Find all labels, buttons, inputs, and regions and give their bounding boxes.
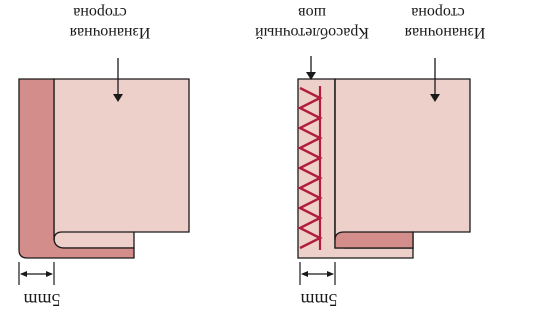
left-measure-head-b <box>46 271 53 277</box>
decorative-zigzag-seam <box>297 86 323 250</box>
seam-label-line2: шов <box>298 4 326 21</box>
left-label-line2: сторона <box>73 4 127 21</box>
right-fabric-panel <box>297 56 471 285</box>
right-measure-head-a <box>301 271 308 277</box>
left-fold-strip <box>18 78 135 259</box>
right-measure-head-b <box>327 271 334 277</box>
right-label-arrowhead <box>430 94 440 102</box>
left-fabric-panel <box>18 58 190 285</box>
right-fold-turn <box>334 231 414 249</box>
left-label-line1: Изнаночная <box>69 24 151 41</box>
left-measure-head-a <box>20 271 27 277</box>
seam-label-arrowhead <box>306 72 316 80</box>
left-label-arrowhead <box>113 94 123 102</box>
right-measure-label: 5mm <box>300 290 338 310</box>
right-label-line2: сторона <box>411 4 465 21</box>
right-label-line1: Изнаночная <box>404 24 486 41</box>
right-fabric-body <box>334 78 471 249</box>
seam-label-line1: Красоблеточный <box>255 24 369 41</box>
left-fold-curve <box>53 231 134 241</box>
left-measure-label: 5mm <box>23 290 61 310</box>
left-fabric-body <box>53 78 190 249</box>
